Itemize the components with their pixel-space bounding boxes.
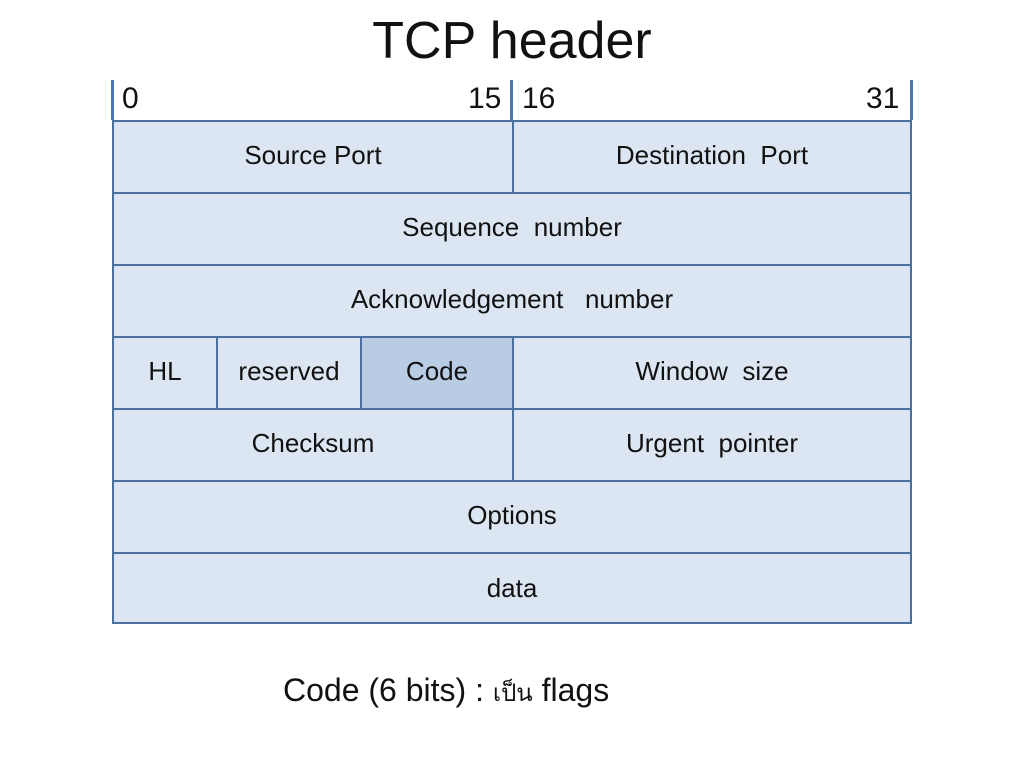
field-sequence-number: Sequence number	[402, 211, 622, 242]
header-row-flags-window: HL reserved Code Window size	[114, 338, 910, 410]
bit-marker-right	[910, 80, 913, 120]
field-options: Options	[467, 499, 557, 530]
field-source-port: Source Port	[114, 122, 514, 192]
header-row-acknowledgement: Acknowledgement number	[114, 266, 910, 338]
bit-marker-middle	[510, 80, 513, 120]
bit-marker-left	[111, 80, 114, 120]
bit-label-16: 16	[522, 82, 556, 115]
field-urgent-pointer: Urgent pointer	[626, 427, 798, 458]
caption-prefix: Code (6 bits) :	[283, 672, 493, 708]
bit-label-15: 15	[468, 82, 502, 115]
field-code: Code	[362, 338, 514, 408]
bit-scale: 0 15 16 31	[111, 80, 913, 120]
field-header-length: HL	[114, 338, 218, 408]
bit-label-0: 0	[122, 82, 139, 115]
field-window-size: Window size	[635, 355, 789, 386]
diagram-title: TCP header	[372, 12, 652, 70]
header-row-checksum-urgent: Checksum Urgent pointer	[114, 410, 910, 482]
code-caption: Code (6 bits) : เป็น flags	[283, 668, 609, 716]
field-acknowledgement-number: Acknowledgement number	[350, 283, 674, 314]
field-reserved: reserved	[218, 338, 362, 408]
field-destination-port: Destination Port	[615, 139, 809, 170]
header-row-data: data	[114, 554, 910, 626]
field-checksum: Checksum	[114, 410, 514, 480]
caption-suffix: flags	[532, 672, 610, 708]
caption-thai-word: เป็น	[492, 680, 533, 707]
header-row-sequence: Sequence number	[114, 194, 910, 266]
tcp-header-grid: Source Port Destination Port Sequence nu…	[112, 120, 912, 624]
header-row-options: Options	[114, 482, 910, 554]
header-row-ports: Source Port Destination Port	[114, 122, 910, 194]
bit-label-31: 31	[866, 82, 900, 115]
field-data: data	[486, 572, 538, 603]
